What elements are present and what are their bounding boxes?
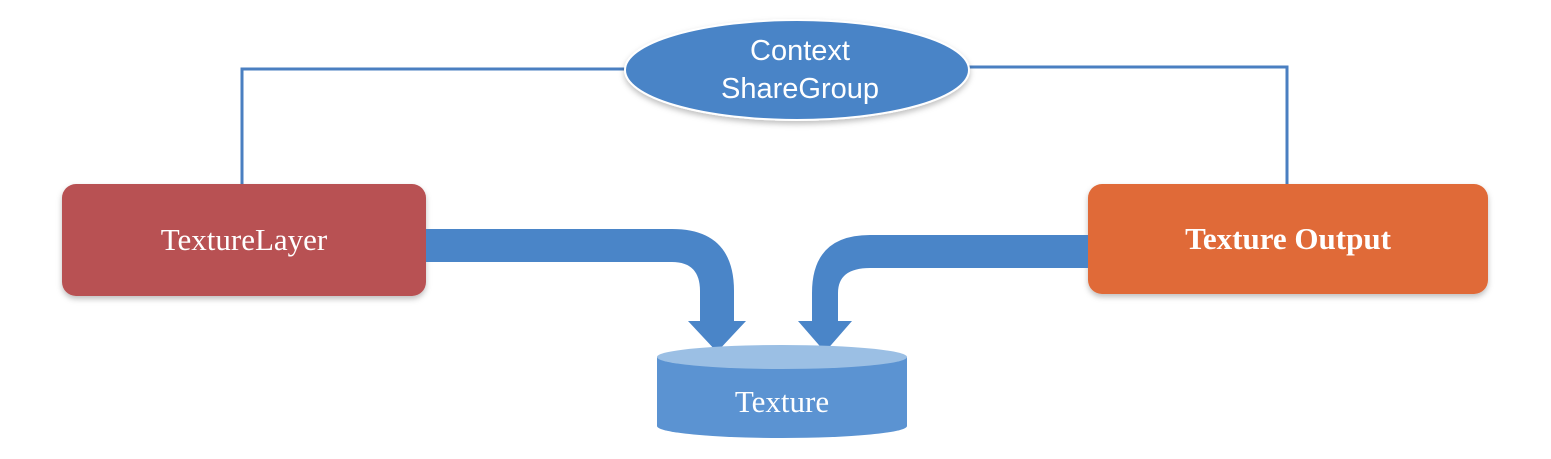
context-label-line2: ShareGroup — [721, 73, 879, 105]
texture-output-label: Texture Output — [1185, 221, 1391, 256]
connector-right — [968, 65, 1289, 184]
context-label-line1: Context — [750, 35, 850, 67]
texture-layer-box — [62, 184, 426, 296]
texture-cylinder — [657, 345, 907, 438]
context-sharegroup-label: Context ShareGroup — [630, 20, 970, 120]
context-sharegroup-node — [624, 19, 970, 121]
arrow-texture-layer-to-texture — [426, 229, 746, 352]
texture-layer-label: TextureLayer — [160, 222, 328, 257]
connector-left — [240, 67, 630, 184]
arrow-texture-output-to-texture — [798, 235, 1088, 352]
texture-label: Texture — [734, 384, 830, 419]
texture-output-box — [1088, 184, 1488, 294]
